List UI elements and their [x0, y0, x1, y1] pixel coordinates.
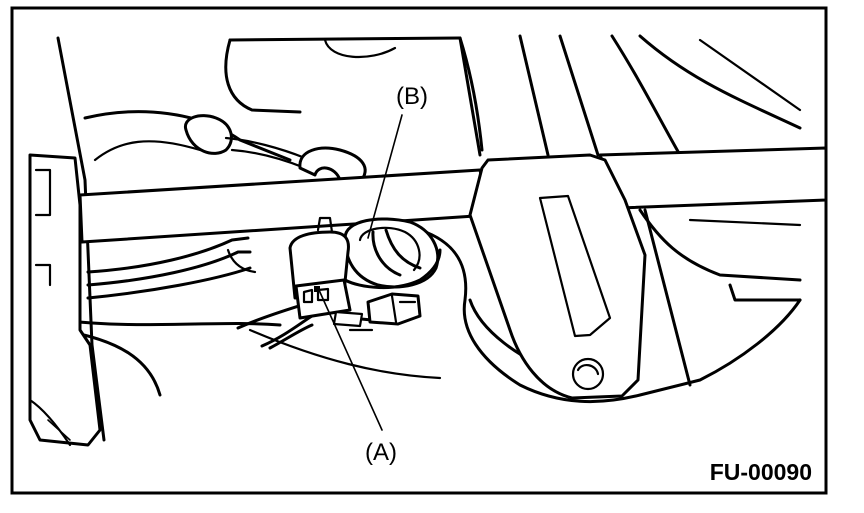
callout-label-b: (B)	[396, 83, 428, 110]
figure-id: FU-00090	[710, 459, 812, 485]
crossmember-right	[598, 146, 828, 210]
leader-line-a	[318, 289, 383, 431]
hose-loop	[343, 248, 442, 290]
callout-label-a: (A)	[365, 439, 397, 466]
support-bracket	[468, 153, 647, 400]
fuel-lines	[86, 236, 257, 300]
vehicle-underbody-drawing	[28, 34, 828, 447]
connector-a	[288, 216, 364, 328]
vertical-frame-members	[56, 36, 692, 442]
floor-panel	[58, 34, 802, 404]
harness-loop	[298, 146, 367, 184]
leader-line-b	[367, 114, 403, 239]
left-body-bracket	[28, 153, 102, 447]
mating-connector	[366, 292, 422, 326]
